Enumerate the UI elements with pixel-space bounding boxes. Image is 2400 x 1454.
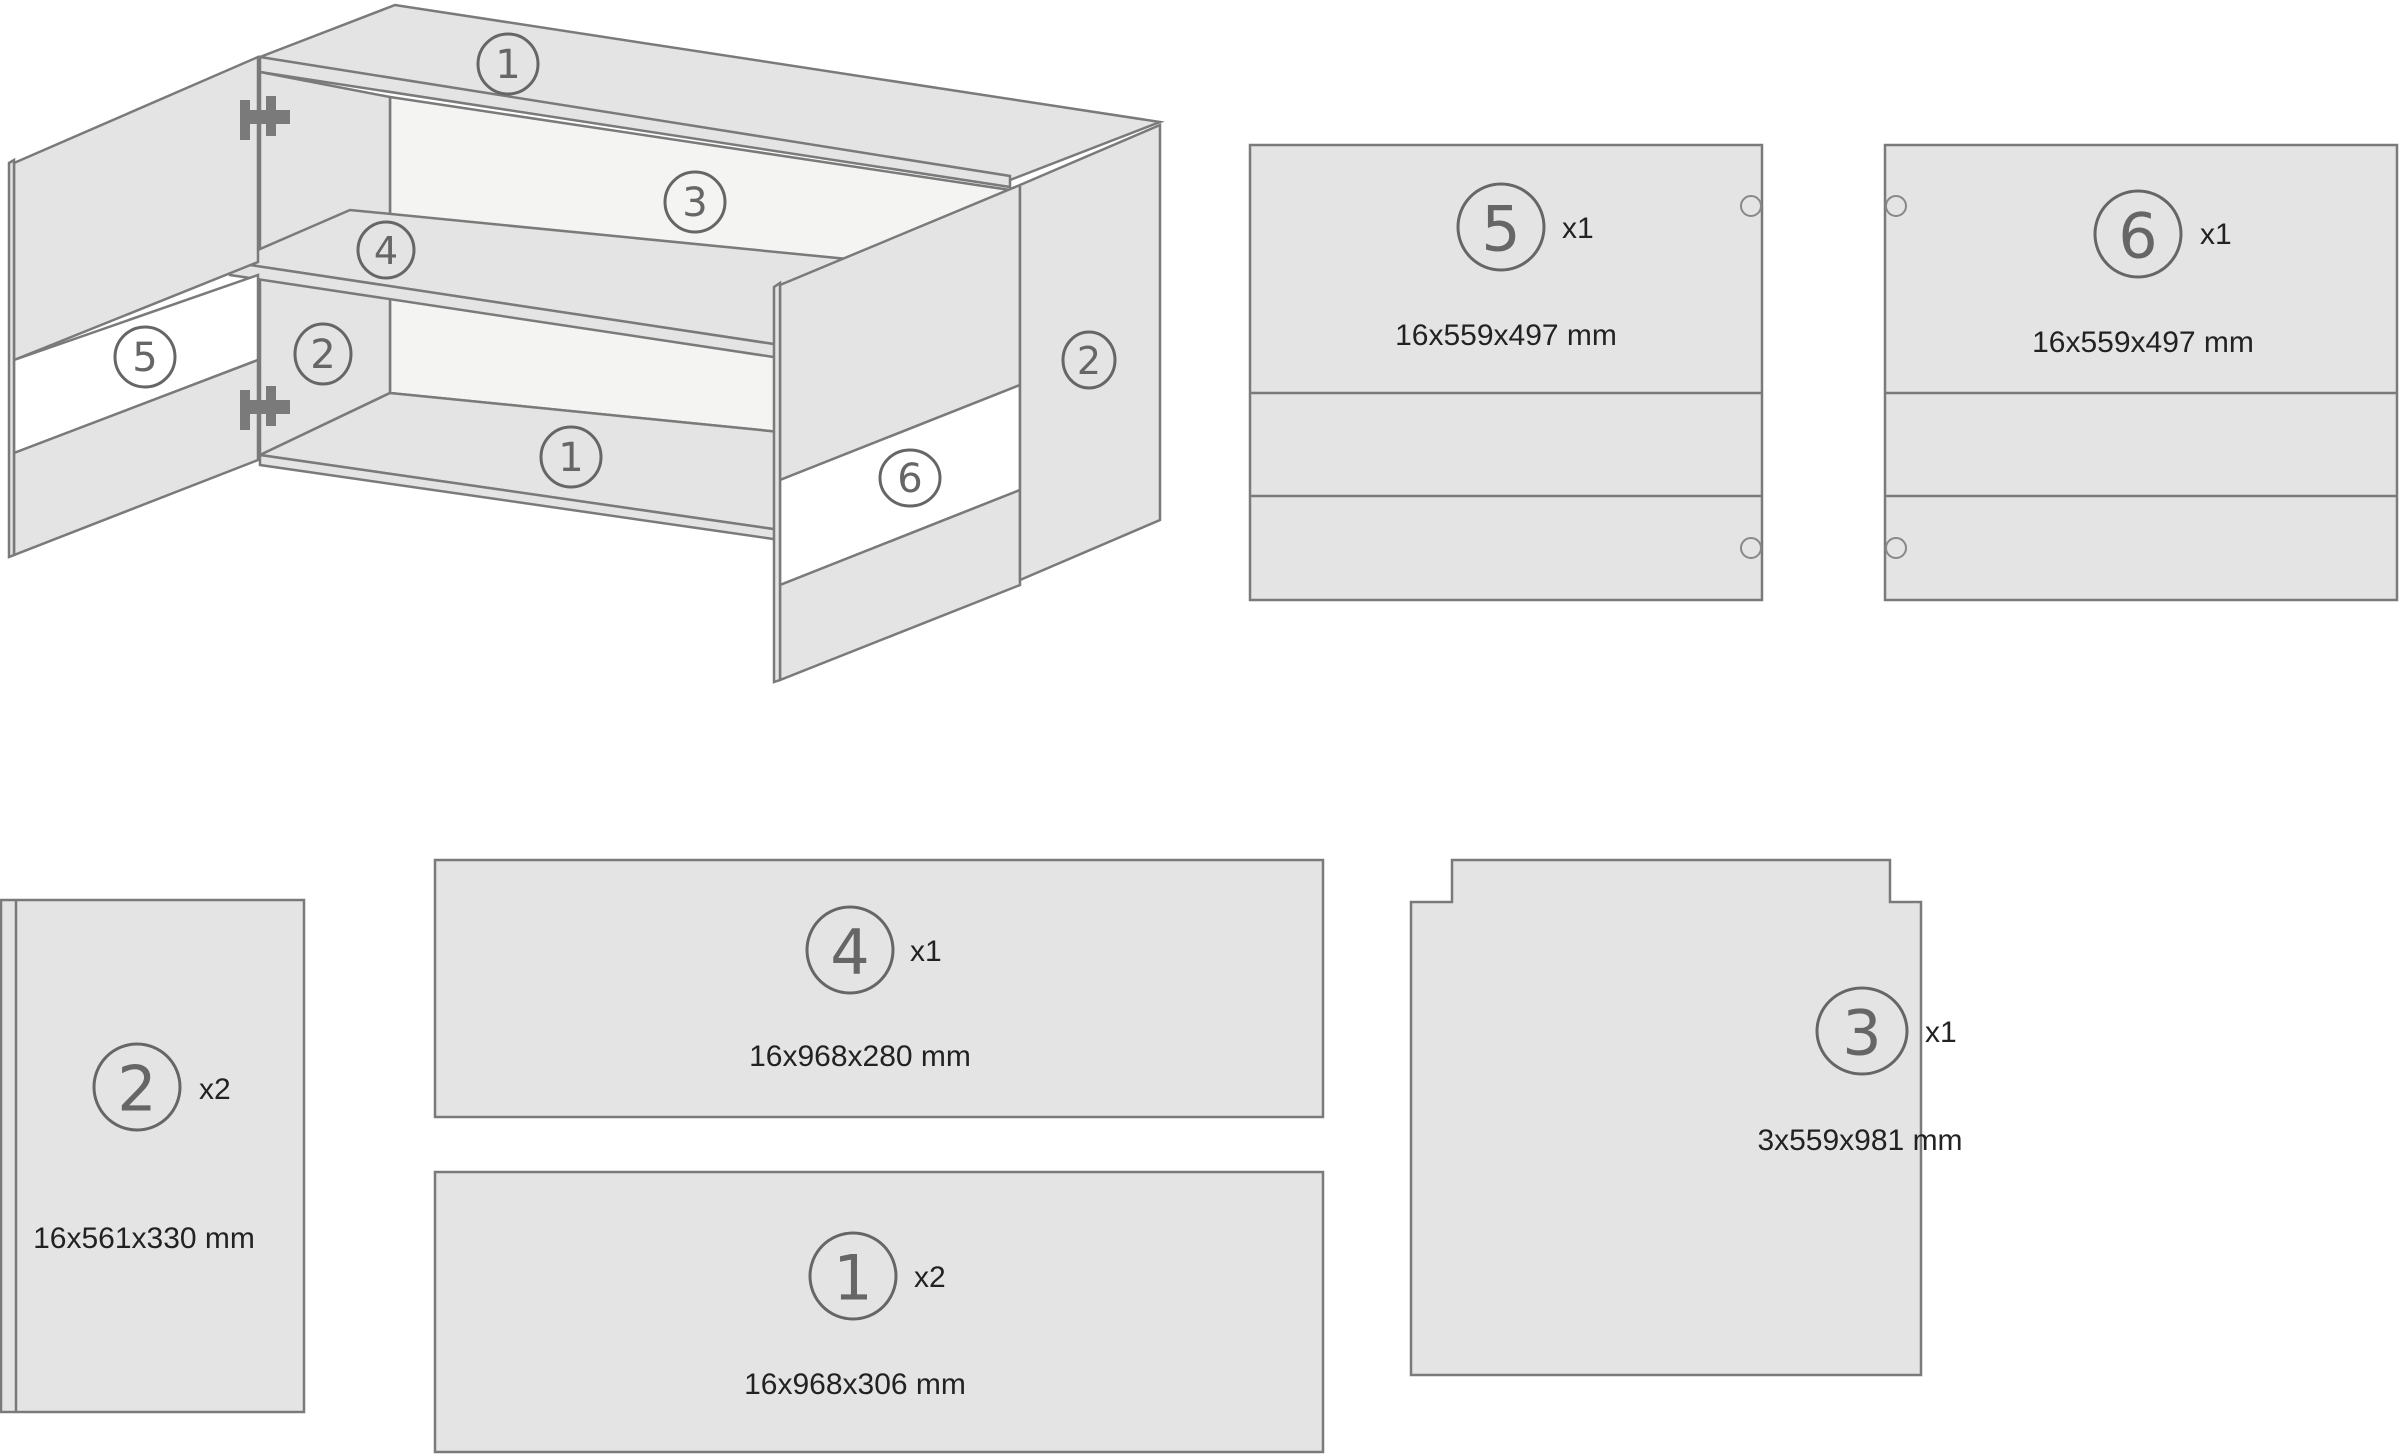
top-panel-edge: [258, 55, 1012, 189]
part-quantity: x2: [914, 1261, 946, 1294]
part-quantity: x1: [2200, 218, 2232, 251]
cabinet-assembly: 1 3 4 5 2 1 6 2: [7, 3, 1165, 684]
part-quantity: x1: [910, 935, 942, 968]
part-quantity: x1: [1562, 212, 1594, 245]
label-door-5: 5: [113, 325, 177, 389]
part-number: 2: [117, 1053, 156, 1126]
part-number: 6: [2118, 200, 2157, 273]
part-dimensions: 3x559x981 mm: [1757, 1124, 1962, 1157]
hinge-hole-icon: [1885, 195, 1907, 217]
right-side-panel-2: [1018, 123, 1162, 582]
part-quantity: x2: [199, 1073, 231, 1106]
part-3-card: 3 x1 3x559x981 mm: [1409, 858, 1963, 1377]
part-number: 4: [830, 916, 869, 989]
part-2-card: 2 x2 16x561x330 mm: [0, 898, 306, 1414]
hinge-icon: [240, 96, 290, 140]
svg-text:4: 4: [374, 229, 398, 273]
svg-text:3: 3: [682, 180, 707, 226]
part-5-card: 5 x1 16x559x497 mm: [1248, 143, 1764, 602]
label-bottom-1: 1: [539, 425, 603, 489]
left-door-edge: [7, 157, 16, 559]
svg-text:2: 2: [310, 332, 335, 378]
part-dimensions: 16x968x280 mm: [749, 1040, 971, 1073]
part-number: 3: [1842, 997, 1881, 1070]
svg-text:1: 1: [495, 42, 520, 88]
label-shelf-4: 4: [356, 220, 416, 280]
part-4-card: 4 x1 16x968x280 mm: [433, 858, 1325, 1119]
part-quantity: x1: [1925, 1016, 1957, 1049]
part-dimensions: 16x559x497 mm: [2032, 326, 2254, 359]
part-6-card: 6 x1 16x559x497 mm: [1883, 143, 2399, 602]
part-dimensions: 16x561x330 mm: [33, 1222, 255, 1255]
svg-text:6: 6: [897, 456, 922, 502]
label-door-6: 6: [878, 448, 942, 508]
svg-text:1: 1: [558, 435, 583, 481]
part-dimensions: 16x559x497 mm: [1395, 319, 1617, 352]
label-side-2-right: 2: [1061, 330, 1117, 390]
hinge-icon: [240, 386, 290, 430]
right-door-edge: [772, 280, 782, 684]
hinge-hole-icon: [1740, 195, 1762, 217]
part-number: 5: [1481, 193, 1520, 266]
svg-text:5: 5: [132, 335, 157, 381]
label-top-1: 1: [476, 32, 540, 96]
hinge-hole-icon: [1885, 537, 1907, 559]
label-side-2: 2: [293, 322, 353, 386]
hinge-hole-icon: [1740, 537, 1762, 559]
part-number: 1: [833, 1242, 872, 1315]
svg-text:2: 2: [1077, 339, 1101, 383]
part-dimensions: 16x968x306 mm: [744, 1368, 966, 1401]
label-back-3: 3: [663, 170, 727, 234]
part-1-card: 1 x2 16x968x306 mm: [433, 1170, 1325, 1454]
